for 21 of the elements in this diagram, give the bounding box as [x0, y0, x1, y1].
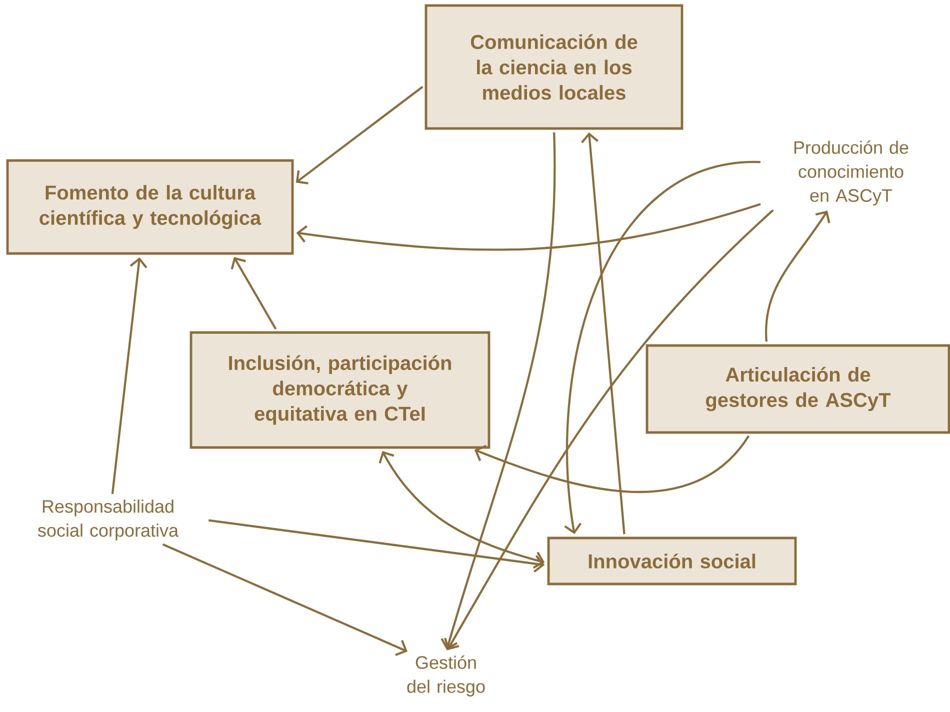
arrow	[208, 519, 545, 573]
arrow	[581, 132, 626, 534]
concept-box: Comunicación de la ciencia en los medios locales	[424, 4, 684, 130]
arrow	[296, 203, 761, 251]
arrow	[564, 161, 760, 534]
arrow	[296, 86, 424, 184]
concept-label: Gestión del riesgo	[407, 656, 485, 696]
arrow	[444, 209, 774, 650]
arrow	[765, 210, 830, 342]
concept-box: Articulación de gestores de ASCyT	[646, 344, 950, 434]
arrow	[162, 543, 408, 656]
arrow	[111, 257, 148, 494]
arrow	[378, 451, 545, 569]
concept-label: Producción de conocimiento en ASCyT	[794, 140, 908, 206]
arrow	[440, 132, 556, 650]
concept-box: Fomento de la cultura científica y tecnológica	[6, 159, 294, 255]
concept-label: Responsabilidad social corporativa	[38, 500, 178, 540]
concept-box: Inclusión, participación democrática y equitativa en CTeI	[190, 331, 490, 449]
arrow	[230, 257, 277, 330]
arrow	[474, 435, 750, 493]
concept-box: Innovación social	[547, 536, 797, 586]
